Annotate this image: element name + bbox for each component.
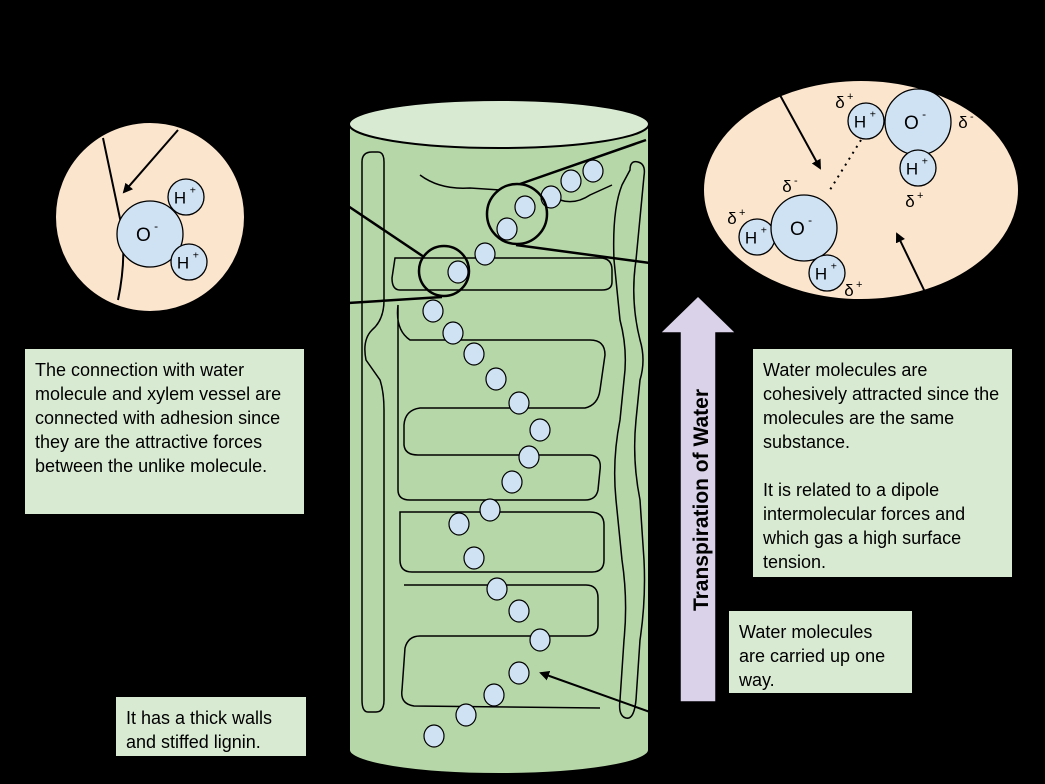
hydrogen-ion-left-top: H+ — [167, 178, 205, 216]
oxygen-ion-left: O- — [116, 200, 184, 268]
transpiration-label: Transpiration of Water — [690, 389, 713, 611]
arrow-icon — [539, 670, 651, 713]
water-molecule-icon — [455, 703, 477, 727]
water-molecule-icon — [501, 470, 523, 494]
svg-text:H: H — [177, 253, 189, 272]
svg-text:O: O — [904, 113, 919, 134]
svg-text:+: + — [831, 260, 837, 272]
svg-text:-: - — [794, 175, 798, 187]
water-molecule-icon — [423, 724, 445, 748]
xylem-vessel — [348, 99, 650, 775]
water-molecule-icon — [474, 242, 496, 266]
partial-charges: δ+δ-δ+δ-δ+δ+ — [727, 91, 974, 300]
svg-text:δ: δ — [727, 209, 736, 228]
svg-text:+: + — [193, 249, 199, 261]
cohesion-text-1: Water molecules are cohesively attracted… — [763, 360, 1000, 452]
water-molecule-icon — [540, 185, 562, 209]
xylem-top — [348, 99, 650, 149]
arrow-icon — [774, 85, 821, 170]
partial-charge-label: δ+ — [835, 91, 853, 112]
water-molecule-icon — [463, 546, 485, 570]
lignin-walls — [361, 151, 646, 719]
one-way-text: Water molecules are carried up one way. — [739, 622, 886, 690]
partial-charge-label: δ+ — [905, 190, 923, 211]
up-arrow-icon: Transpiration of Water — [658, 294, 738, 703]
svg-text:-: - — [808, 214, 812, 227]
water-molecule-icon — [508, 661, 530, 685]
one-way-note: Water molecules are carried up one way. — [729, 611, 912, 693]
svg-text:+: + — [190, 184, 196, 196]
arrow-icon — [895, 232, 926, 293]
hydrogen-ion-left-bottom: H+ — [170, 243, 208, 281]
svg-text:+: + — [847, 91, 853, 103]
zoom-ring-left — [417, 244, 471, 298]
molecule-layer: O-H+H+H+O-H+H+O-H+ — [116, 88, 952, 292]
water-molecule-icon — [508, 391, 530, 415]
water-molecule-icon — [508, 599, 530, 623]
svg-text:δ: δ — [958, 113, 967, 132]
svg-text:+: + — [739, 207, 745, 219]
water-molecule-icon — [479, 498, 501, 522]
zoom-connectors — [347, 138, 651, 305]
water-molecule-icon — [422, 299, 444, 323]
svg-text:H: H — [906, 159, 918, 178]
water-molecule-icon — [514, 195, 536, 219]
svg-text:+: + — [761, 224, 767, 236]
svg-text:+: + — [870, 108, 876, 120]
water-molecule-icon — [485, 367, 507, 391]
oxygen-ion-bottom: O- — [770, 194, 838, 262]
walls-note: It has a thick walls and stiffed lignin. — [116, 697, 306, 756]
water-molecule-icon — [529, 628, 551, 652]
partial-charge-label: δ- — [958, 111, 974, 132]
svg-text:-: - — [922, 108, 926, 121]
arrow-icon — [122, 129, 179, 194]
water-molecule-icon — [483, 683, 505, 707]
water-molecule-icon — [560, 169, 582, 193]
svg-text:δ: δ — [905, 192, 914, 211]
svg-text:+: + — [917, 190, 923, 202]
partial-charge-label: δ+ — [727, 207, 745, 228]
svg-text:δ: δ — [782, 177, 791, 196]
adhesion-text: The connection with water molecule and x… — [35, 360, 282, 476]
svg-text:H: H — [745, 228, 757, 247]
cohesion-note: Water molecules are cohesively attracted… — [753, 349, 1012, 577]
svg-text:O: O — [136, 225, 151, 246]
hydrogen-ion-top-a: H+ — [847, 102, 885, 140]
cohesion-text-2: It is related to a dipole intermolecular… — [763, 480, 966, 572]
water-molecule-icon — [447, 260, 469, 284]
hydrogen-ion-bottom-b: H+ — [808, 254, 846, 292]
water-molecule-icon — [518, 445, 540, 469]
walls-text: It has a thick walls and stiffed lignin. — [126, 708, 273, 752]
hydrogen-ion-top-b: H+ — [899, 149, 937, 187]
svg-text:H: H — [815, 264, 827, 283]
svg-text:δ: δ — [844, 281, 853, 300]
svg-text:+: + — [856, 279, 862, 291]
water-molecule-icon — [448, 512, 470, 536]
partial-charge-label: δ+ — [844, 279, 862, 300]
svg-text:-: - — [970, 111, 974, 123]
svg-text:+: + — [922, 155, 928, 167]
water-molecule-icon — [463, 342, 485, 366]
water-molecule-icon — [486, 577, 508, 601]
svg-text:δ: δ — [835, 93, 844, 112]
svg-text:H: H — [854, 112, 866, 131]
svg-text:O: O — [790, 219, 805, 240]
water-molecule-icon — [582, 159, 604, 183]
oxygen-ion-top: O- — [884, 88, 952, 156]
hydrogen-ion-bottom-a: H+ — [738, 218, 776, 256]
water-molecule-icon — [442, 321, 464, 345]
water-molecule-icon — [529, 418, 551, 442]
svg-text:-: - — [154, 220, 158, 233]
adhesion-note: The connection with water molecule and x… — [25, 349, 304, 514]
water-molecule-icon — [496, 217, 518, 241]
partial-charge-label: δ- — [782, 175, 798, 196]
svg-text:H: H — [174, 188, 186, 207]
water-chain — [422, 159, 604, 748]
